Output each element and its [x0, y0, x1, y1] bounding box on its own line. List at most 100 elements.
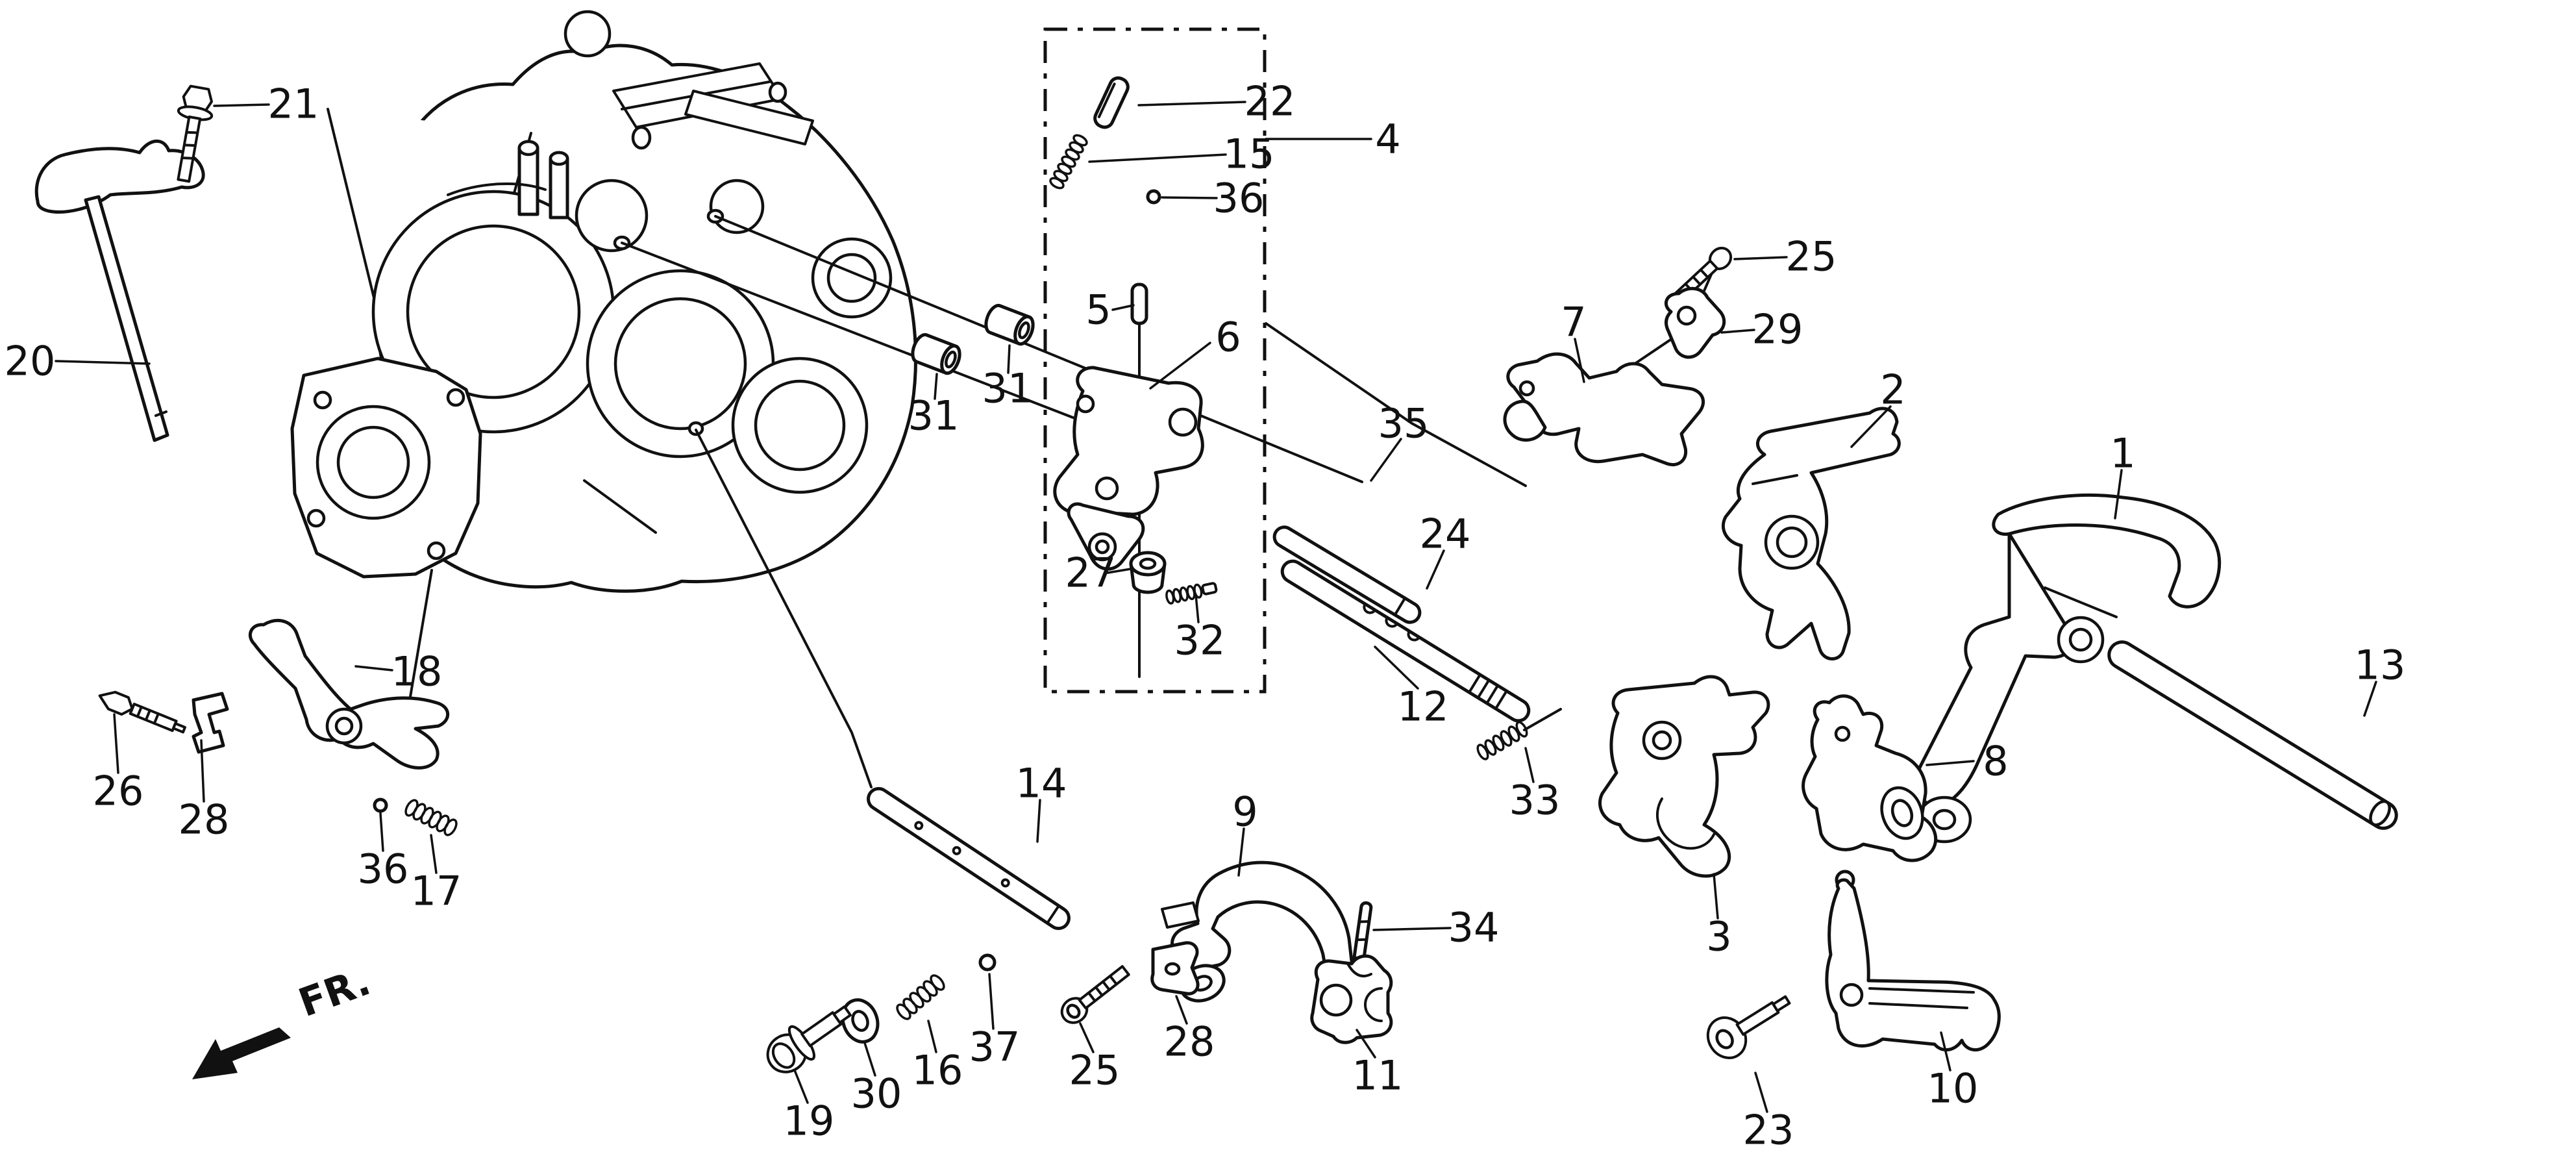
part-10-shift-lever-bracket — [1825, 870, 2001, 1051]
detail-box-part4 — [1043, 27, 1267, 694]
axis-line — [714, 215, 1363, 483]
callout-leader-line — [934, 373, 938, 400]
callout-leader-line — [1370, 438, 1402, 482]
callout-27-a-roller: 27 — [1065, 549, 1132, 597]
callout-leader-line — [1850, 405, 1892, 448]
axis-line — [1265, 322, 1527, 487]
callout-leader-line — [1574, 338, 1585, 383]
part-number-label: 12 — [1398, 683, 1449, 731]
callout-7-a-shift-fork: 7 — [1561, 299, 1587, 383]
part-number-label: 25 — [1786, 233, 1837, 281]
part-number-label: 19 — [784, 1098, 835, 1145]
part-11-shift-block — [1310, 954, 1393, 1044]
part-number-label: 37 — [969, 1023, 1021, 1071]
callout-leader-line — [1524, 747, 1535, 783]
callout-leader-line — [1175, 995, 1188, 1025]
part-number-label: 8 — [1983, 738, 2008, 785]
part-number-label: 32 — [1174, 617, 1226, 664]
callout-leader-line — [1940, 1031, 1951, 1072]
part-18-shift-arm — [249, 618, 450, 770]
part-26-bolt — [98, 690, 186, 734]
part-number-label: 10 — [1927, 1065, 1979, 1112]
case-flange — [290, 357, 482, 579]
part-3-shift-fork — [1598, 675, 1770, 878]
callout-20-a-shift-rod-lever: 20 — [5, 338, 151, 385]
part-19-bolt — [766, 1005, 852, 1073]
part-36a-steel-ball — [373, 797, 388, 813]
callout-leader-line — [200, 739, 205, 803]
callout-17-a-spring: 17 — [411, 834, 462, 915]
callout-31-a-collar: 31 — [908, 373, 959, 440]
part-22-roller-pin — [1093, 76, 1130, 129]
part-14-shift-rod — [867, 786, 1071, 931]
callout-18-a-shift-arm: 18 — [354, 648, 443, 696]
part-2-shift-fork — [1721, 407, 1901, 660]
part-number-label: 16 — [912, 1047, 963, 1094]
part-number-label: 36 — [358, 846, 409, 893]
callout-35-a-bolt: 35 — [1370, 400, 1429, 482]
part-number-label: 28 — [179, 796, 230, 844]
part-31a-collar — [911, 333, 961, 375]
callout-22-a-roller-pin: 22 — [1137, 78, 1295, 125]
fr-direction-marker: FR. — [192, 959, 377, 1079]
callout-leader-line — [1106, 568, 1132, 574]
callout-leader-line — [1161, 196, 1218, 199]
callout-29-a-clamp: 29 — [1720, 306, 1803, 353]
callout-leader-line — [863, 1042, 876, 1077]
part-number-label: 5 — [1085, 286, 1111, 334]
callout-37-a-steel-ball: 37 — [969, 973, 1021, 1071]
part-number-label: 20 — [5, 338, 56, 385]
callout-leader-line — [1149, 342, 1211, 390]
callout-leader-line — [1137, 101, 1246, 107]
axis-line — [695, 429, 873, 788]
part-27-roller — [1129, 551, 1167, 594]
callout-leader-line — [1356, 1029, 1376, 1059]
callout-25-b-bolt: 25 — [1069, 1022, 1120, 1094]
part-number-label: 15 — [1224, 131, 1275, 178]
callout-leader-line — [1926, 760, 1975, 766]
callout-leader-line — [1237, 827, 1245, 877]
part-16-spring — [896, 974, 945, 1020]
callout-4-a-interlock-assembly-box: 4 — [1265, 116, 1401, 163]
callout-leader-line — [379, 812, 384, 852]
callout-leader-line — [1111, 304, 1135, 311]
part-13-shift-rod — [2107, 640, 2398, 830]
part-30-washer — [841, 998, 880, 1044]
part-1-shift-fork — [1914, 494, 2222, 844]
part-21-bolt — [177, 84, 214, 183]
callout-leader-line — [793, 1069, 809, 1104]
callout-31-b-collar: 31 — [982, 344, 1033, 412]
part-number-label: 36 — [1213, 175, 1265, 222]
callout-leader-line — [1713, 873, 1719, 920]
callout-12-a-shift-rod: 12 — [1374, 646, 1449, 731]
detent-pin — [1523, 708, 1562, 731]
dowel-pins — [517, 140, 569, 220]
callout-11-a-shift-block: 11 — [1352, 1029, 1403, 1099]
part-number-label: 23 — [1743, 1107, 1794, 1154]
callout-36-a-steel-ball: 36 — [358, 812, 409, 893]
part-number-label: 24 — [1420, 510, 1471, 558]
part-36b-steel-ball — [1146, 189, 1161, 205]
callout-15-a-spring: 15 — [1088, 131, 1275, 178]
callout-leader-line — [354, 665, 393, 671]
callout-10-a-shift-lever-bracket: 10 — [1927, 1031, 1979, 1112]
callout-30-a-washer: 30 — [851, 1042, 902, 1118]
part-number-label: 18 — [391, 648, 443, 696]
part-number-label: 21 — [268, 81, 319, 128]
callout-leader-line — [1754, 1072, 1768, 1113]
fr-label: FR. — [293, 959, 376, 1026]
callout-21-a-bolt: 21 — [213, 81, 319, 128]
part-8-shift-piece — [1802, 694, 1938, 862]
callout-leader-line — [55, 360, 151, 365]
callout-33-a-detent-spring: 33 — [1509, 747, 1560, 824]
callout-1-a-shift-fork: 1 — [2110, 430, 2136, 520]
part-20-shift-rod-lever — [34, 139, 205, 442]
part-12-shift-rod — [1280, 559, 1531, 723]
part-29-clamp — [1664, 286, 1726, 359]
callout-13-a-shift-rod: 13 — [2355, 642, 2405, 717]
callout-25-a-bolt: 25 — [1733, 233, 1837, 281]
part-6-interlock-arm — [1053, 366, 1204, 571]
part-5-interlock-pin — [1130, 282, 1148, 325]
part-23-bolt — [1706, 995, 1791, 1059]
case-top-bracket — [612, 62, 814, 150]
